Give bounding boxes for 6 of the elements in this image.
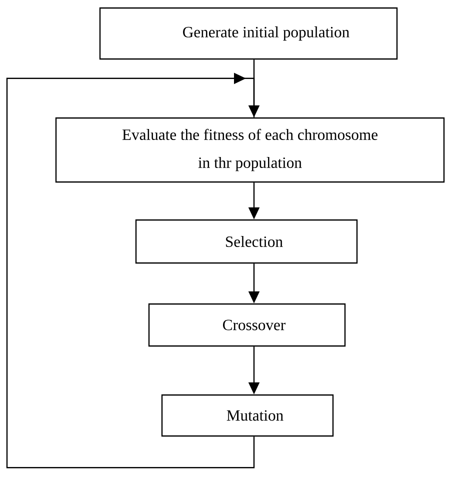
process-box: Generate initial population	[99, 7, 398, 60]
process-box: Selection	[135, 219, 358, 264]
arrow	[6, 72, 255, 468]
process-box: Crossover	[148, 303, 346, 347]
process-box: Evaluate the fitness of each chromosome in thr population	[55, 117, 445, 183]
process-box: Mutation	[161, 394, 334, 437]
